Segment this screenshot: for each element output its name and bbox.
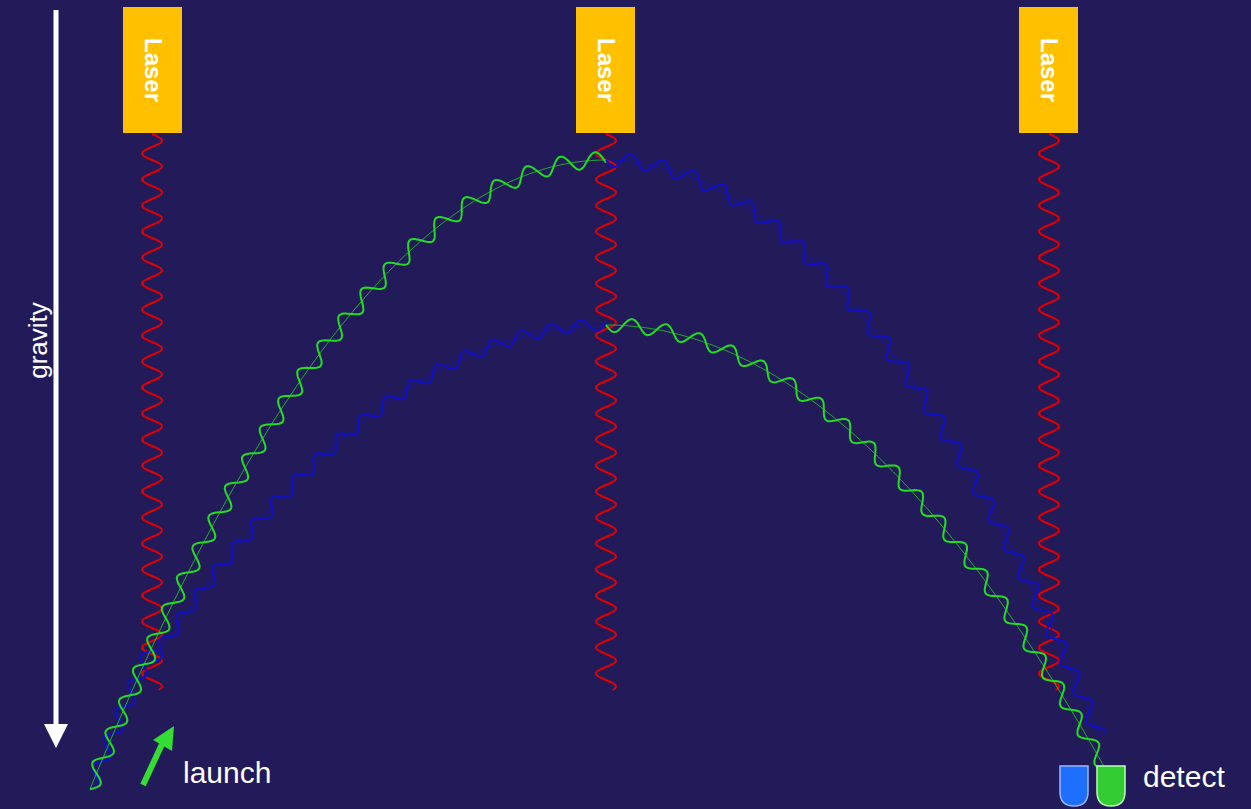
atom-path-green <box>606 319 1116 774</box>
atom-path-green-axis <box>90 160 606 789</box>
detector-green <box>1097 766 1125 806</box>
gravity-arrow <box>54 10 59 728</box>
laser-beam <box>596 134 616 690</box>
detect-label: detect <box>1143 760 1225 794</box>
gravity-label: gravity <box>23 302 54 379</box>
laser-box: Laser <box>576 7 635 133</box>
atom-path-blue <box>152 320 606 661</box>
atom-path-blue-axis <box>90 647 152 789</box>
laser-beam <box>1039 134 1059 690</box>
wave-group <box>90 134 1116 789</box>
atom-path-green-axis <box>606 325 1110 777</box>
laser-box: Laser <box>1019 7 1078 133</box>
launch-label: launch <box>183 756 271 790</box>
atom-path-green <box>90 152 606 789</box>
atom-path-blue-axis <box>152 325 606 661</box>
launch-arrow <box>143 742 163 785</box>
atom-path-blue <box>90 650 158 790</box>
launch-arrowhead <box>153 726 174 751</box>
laser-label: Laser <box>592 38 620 102</box>
laser-label: Laser <box>1035 38 1063 102</box>
laser-label: Laser <box>139 38 167 102</box>
atom-path-blue <box>606 154 1106 734</box>
laser-beam <box>142 134 162 690</box>
gravity-arrowhead <box>44 724 68 748</box>
detector-blue <box>1060 766 1088 806</box>
laser-box: Laser <box>123 7 182 133</box>
